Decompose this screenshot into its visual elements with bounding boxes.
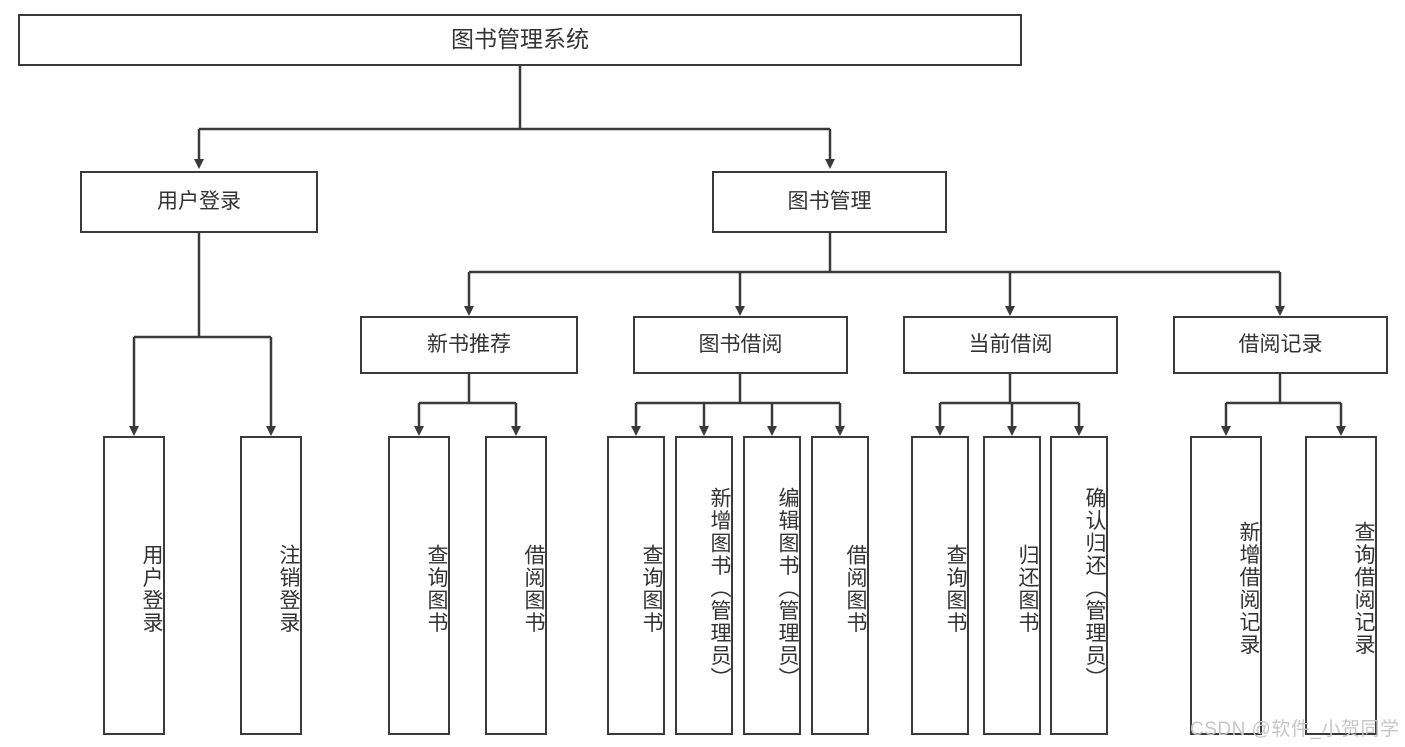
node-leaf[interactable]: 借阅图书 bbox=[811, 436, 869, 735]
node-leaf[interactable]: 借阅图书 bbox=[485, 436, 547, 735]
node-leaf[interactable]: 编辑图书（管理员） bbox=[743, 436, 801, 735]
node-leaf[interactable]: 用户登录 bbox=[103, 436, 165, 735]
node-leaf-label: 查询借阅记录 bbox=[1352, 521, 1375, 656]
node-leaf-label: 确认归还（管理员） bbox=[1083, 487, 1106, 690]
node-level3-label: 图书借阅 bbox=[698, 332, 783, 356]
node-leaf[interactable]: 新增图书（管理员） bbox=[675, 436, 733, 735]
node-leaf-label: 借阅图书 bbox=[522, 543, 545, 634]
node-level3-current-borrow[interactable]: 当前借阅 bbox=[903, 316, 1118, 374]
node-leaf[interactable]: 归还图书 bbox=[983, 436, 1041, 735]
node-leaf-label: 查询图书 bbox=[425, 543, 448, 634]
node-leaf[interactable]: 注销登录 bbox=[240, 436, 302, 735]
node-level3-borrow-record[interactable]: 借阅记录 bbox=[1173, 316, 1388, 374]
node-leaf-label: 新增图书（管理员） bbox=[708, 487, 731, 690]
node-level2-label: 图书管理 bbox=[787, 189, 872, 213]
node-leaf[interactable]: 查询图书 bbox=[607, 436, 665, 735]
node-level3-label: 当前借阅 bbox=[968, 332, 1053, 356]
node-leaf[interactable]: 查询图书 bbox=[388, 436, 450, 735]
csdn-watermark: CSDN @软件_小贺同学 bbox=[1190, 719, 1400, 740]
node-leaf-label: 归还图书 bbox=[1016, 543, 1039, 634]
node-leaf[interactable]: 查询借阅记录 bbox=[1305, 436, 1377, 735]
node-leaf-label: 注销登录 bbox=[277, 543, 300, 634]
node-level3-label: 借阅记录 bbox=[1238, 332, 1323, 356]
node-level2-label: 用户登录 bbox=[157, 189, 241, 213]
node-leaf-label: 借阅图书 bbox=[844, 543, 867, 634]
node-root[interactable]: 图书管理系统 bbox=[18, 14, 1022, 66]
node-level3-new-book-recommend[interactable]: 新书推荐 bbox=[360, 316, 578, 374]
node-root-label: 图书管理系统 bbox=[451, 26, 589, 53]
node-leaf[interactable]: 新增借阅记录 bbox=[1190, 436, 1262, 735]
node-leaf[interactable]: 确认归还（管理员） bbox=[1050, 436, 1108, 735]
node-leaf-label: 查询图书 bbox=[640, 543, 663, 634]
node-leaf-label: 新增借阅记录 bbox=[1237, 521, 1260, 656]
node-level2-user-login[interactable]: 用户登录 bbox=[80, 171, 318, 233]
node-level2-book-management[interactable]: 图书管理 bbox=[712, 171, 947, 233]
node-leaf-label: 编辑图书（管理员） bbox=[776, 487, 799, 690]
node-leaf-label: 用户登录 bbox=[140, 543, 163, 634]
node-leaf-label: 查询图书 bbox=[944, 543, 967, 634]
node-level3-label: 新书推荐 bbox=[427, 332, 511, 356]
node-level3-book-borrow[interactable]: 图书借阅 bbox=[633, 316, 848, 374]
node-leaf[interactable]: 查询图书 bbox=[911, 436, 969, 735]
